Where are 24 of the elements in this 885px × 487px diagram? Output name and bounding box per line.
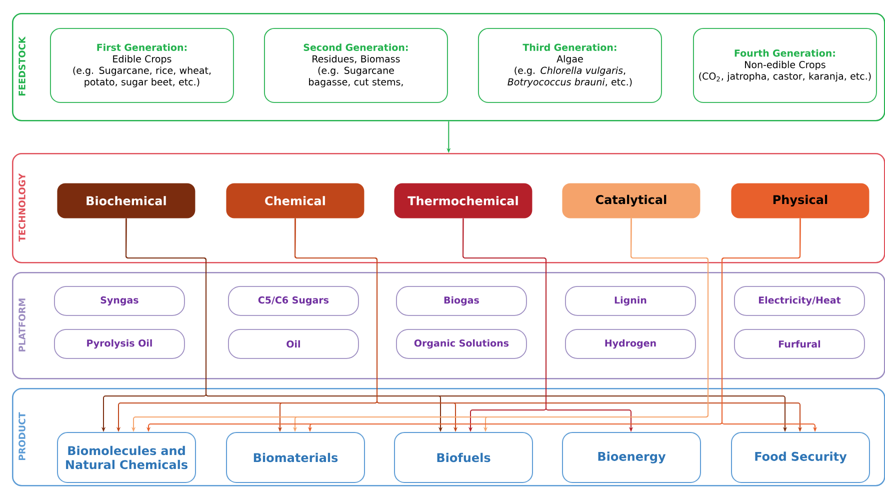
generation-box: Second Generation: Residues, Biomass (e.g. Sugarcane bagasse, cut stems,: [264, 28, 448, 103]
platform-pill: Hydrogen: [565, 329, 696, 359]
platform-pill: Electricity/Heat: [734, 286, 865, 316]
platform-pill: Organic Solutions: [396, 329, 527, 359]
product-box: Biomolecules and Natural Chemicals: [57, 432, 196, 483]
product-box: Bioenergy: [562, 432, 701, 483]
generation-box: Third Generation: Algae (e.g. Chlorella vulgaris, Botryococcus brauni, etc.): [478, 28, 662, 103]
technology-box: Physical: [731, 183, 870, 218]
product-box: Biofuels: [394, 432, 533, 483]
technology-box: Catalytical: [562, 183, 700, 218]
generation-box: First Generation: Edible Crops (e.g. Sugarcane, rice, wheat, potato, sugar beet, etc.): [50, 28, 234, 103]
platform-pill: Oil: [228, 329, 359, 359]
platform-pill: Pyrolysis Oil: [54, 329, 185, 359]
product-box: Food Security: [731, 432, 870, 483]
technology-box: Biochemical: [57, 183, 196, 218]
platform-pill: Biogas: [396, 286, 527, 316]
platform-pill: C5/C6 Sugars: [228, 286, 359, 316]
technology-box: Chemical: [226, 183, 364, 218]
generation-box: Fourth Generation: Non-edible Crops (CO$_{2}$, jatropha, castor, karanja, etc.): [693, 28, 877, 103]
platform-pill: Furfural: [734, 329, 865, 359]
platform-pill: Lignin: [565, 286, 696, 316]
product-box: Biomaterials: [226, 432, 365, 483]
platform-pill: Syngas: [54, 286, 185, 316]
technology-box: Thermochemical: [394, 183, 532, 218]
